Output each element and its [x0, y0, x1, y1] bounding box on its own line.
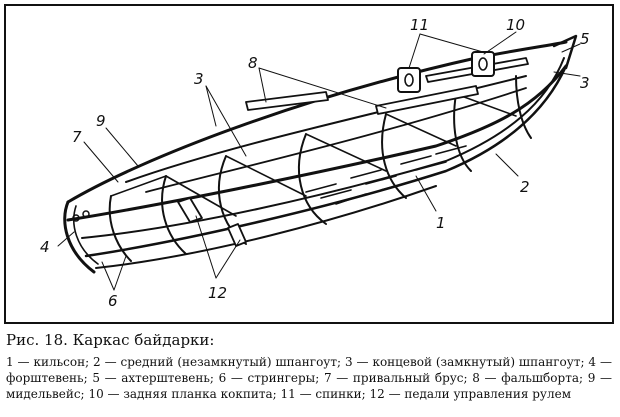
legend-item-3: 3 — концевой (замкнутый) шпангоут;: [344, 355, 585, 369]
label-11: 11: [410, 16, 429, 34]
legend-item-4: 4 — форштевень;: [6, 355, 612, 385]
label-1: 1: [436, 214, 446, 232]
label-3-front: 3: [194, 70, 204, 88]
figure-frame: 1 2 3 3 4 5 6 7 8 9 10 11 12: [4, 4, 614, 324]
caption-legend: 1 — кильсон; 2 — средний (незамкнутый) ш…: [6, 354, 612, 402]
legend-item-9: 9 — мидельвейс;: [6, 371, 612, 401]
legend-item-10: 10 — задняя планка кокпита;: [88, 387, 277, 401]
caption-title: Рис. 18. Каркас байдарки:: [6, 331, 215, 349]
kayak-frame-illustration: 1 2 3 3 4 5 6 7 8 9 10 11 12: [40, 16, 590, 310]
label-5: 5: [580, 30, 590, 48]
label-7: 7: [72, 128, 82, 146]
legend-item-8: 8 — фальшборта;: [472, 371, 584, 385]
label-10: 10: [506, 16, 525, 34]
label-2: 2: [520, 178, 530, 196]
legend-item-6: 6 — стрингеры;: [218, 371, 320, 385]
figure-caption: Рис. 18. Каркас байдарки: 1 — кильсон; 2…: [6, 330, 612, 402]
label-8: 8: [248, 54, 258, 72]
label-4: 4: [40, 238, 50, 256]
legend-item-1: 1 — кильсон;: [6, 355, 90, 369]
legend-item-5: 5 — ахтерштевень;: [92, 371, 214, 385]
label-6: 6: [108, 292, 118, 310]
label-12: 12: [208, 284, 227, 302]
legend-item-12: 12 — педали управления рулем: [369, 387, 572, 401]
legend-item-11: 11 — спинки;: [280, 387, 366, 401]
label-9: 9: [96, 112, 106, 130]
legend-item-2: 2 — средний (незамкнутый) шпангоут;: [93, 355, 342, 369]
legend-item-7: 7 — привальный брус;: [323, 371, 468, 385]
label-3-rear: 3: [580, 74, 590, 92]
